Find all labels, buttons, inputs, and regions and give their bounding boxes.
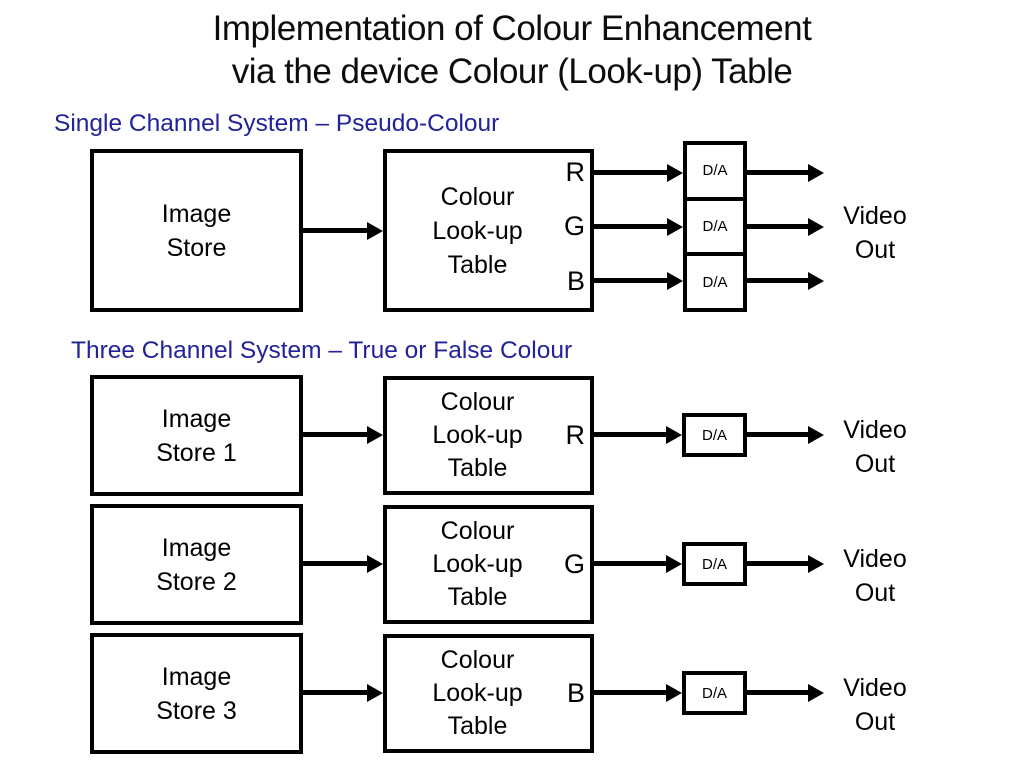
flow-arrow-imagestore1-to-clt <box>302 432 367 437</box>
flow-arrow-g-to-da <box>594 224 667 229</box>
flow-arrow-da-to-out-g <box>747 561 808 566</box>
channel-label-g: G <box>563 549 585 579</box>
colour-lookup-table-label: Colour Look-up Table <box>432 388 523 482</box>
colour-lookup-table-label: Colour Look-up Table <box>432 646 523 740</box>
da-converter-box: D/A <box>687 196 743 253</box>
section-heading-single-channel: Single Channel System – Pseudo-Colour <box>54 110 500 137</box>
image-store-label: Image Store <box>161 199 232 262</box>
channel-label-r: R <box>565 157 586 187</box>
flow-arrow-imagestore3-to-clt <box>302 690 367 695</box>
channel-label-b: B <box>566 266 585 296</box>
da-converter-box: D/A <box>682 413 747 457</box>
image-store-3-box: Image Store 3 <box>90 633 303 754</box>
slide-title-line-1: Implementation of Colour Enhancement <box>212 9 812 48</box>
flow-arrow-imagestore2-to-clt <box>302 561 367 566</box>
flow-arrow-clt-to-da-g <box>594 561 666 566</box>
flow-arrow-da-to-out-b <box>747 278 808 283</box>
da-converter-stack: D/A D/A D/A <box>683 141 747 312</box>
image-store-2-box: Image Store 2 <box>90 504 303 625</box>
flow-arrow-da-to-out-r <box>747 432 808 437</box>
da-converter-box: D/A <box>702 162 728 180</box>
slide-title-line-2: via the device Colour (Look-up) Table <box>231 52 793 91</box>
flow-arrow-da-to-out-b <box>747 690 808 695</box>
colour-lookup-table-box-r: Colour Look-up Table <box>383 376 594 495</box>
channel-label-r: R <box>565 420 586 450</box>
channel-label-b: B <box>566 678 585 708</box>
channel-label-g: G <box>563 211 585 241</box>
section-heading-three-channel: Three Channel System – True or False Col… <box>71 337 573 364</box>
colour-lookup-table-box: Colour Look-up Table <box>383 149 594 312</box>
image-store-1-label: Image Store 1 <box>156 404 237 467</box>
image-store-1-box: Image Store 1 <box>90 375 303 496</box>
video-out-label: Video Out <box>843 674 907 736</box>
video-out-label: Video Out <box>843 202 907 264</box>
slide-title: Implementation of Colour Enhancement via… <box>0 7 1024 93</box>
flow-arrow-clt-to-da-r <box>594 432 666 437</box>
da-converter-box: D/A <box>682 542 747 586</box>
flow-arrow-clt-to-da-b <box>594 690 666 695</box>
flow-arrow-r-to-da <box>594 170 667 175</box>
image-store-2-label: Image Store 2 <box>156 533 237 596</box>
colour-lookup-table-label: Colour Look-up Table <box>432 182 523 279</box>
video-out-label: Video Out <box>843 545 907 607</box>
flow-arrow-b-to-da <box>594 278 667 283</box>
colour-lookup-table-box-g: Colour Look-up Table <box>383 505 594 624</box>
da-converter-box: D/A <box>687 252 743 308</box>
colour-lookup-table-label: Colour Look-up Table <box>432 517 523 611</box>
image-store-box: Image Store <box>90 149 303 312</box>
video-out-label: Video Out <box>843 416 907 478</box>
flow-arrow-da-to-out-g <box>747 224 808 229</box>
da-converter-box: D/A <box>682 671 747 715</box>
image-store-3-label: Image Store 3 <box>156 662 237 725</box>
flow-arrow-da-to-out-r <box>747 170 808 175</box>
colour-lookup-table-box-b: Colour Look-up Table <box>383 634 594 753</box>
flow-arrow-imagestore-to-clt <box>302 228 367 233</box>
